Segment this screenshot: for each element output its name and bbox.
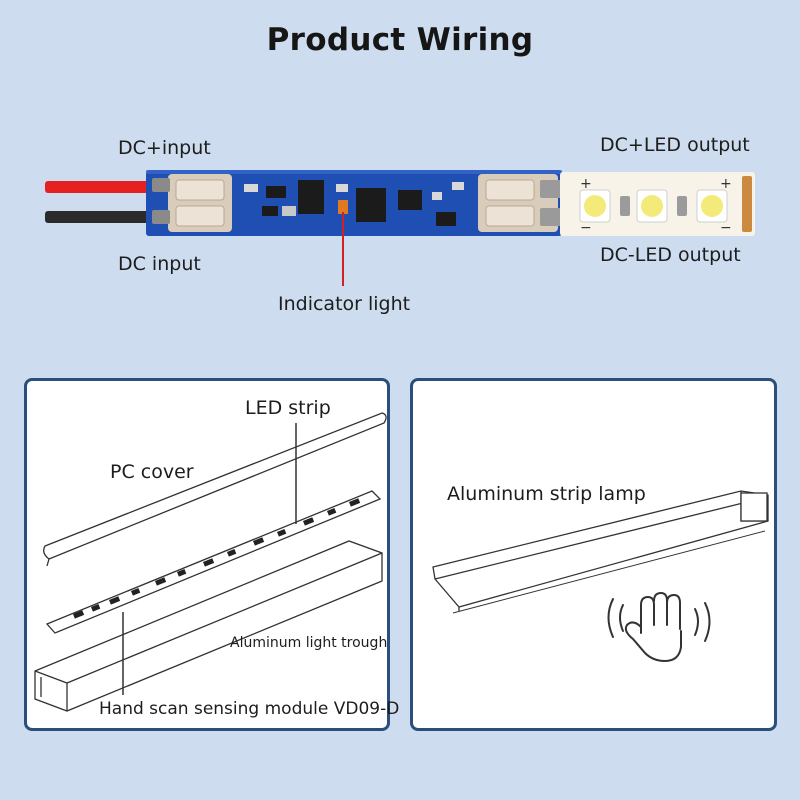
aluminum-trough — [34, 540, 383, 712]
output-connector — [478, 174, 566, 232]
pcb-components — [244, 180, 464, 226]
led-minus-sign: − — [580, 220, 592, 236]
led-strip — [560, 172, 755, 236]
aluminum-trough-label: Aluminum light trough — [230, 635, 388, 651]
led-minus-sign-right: − — [720, 220, 732, 236]
led-strip-pcb — [45, 490, 382, 634]
red-wire — [45, 181, 155, 193]
pc-cover-label: PC cover — [110, 461, 194, 483]
module-label: Hand scan sensing module VD09-D — [99, 699, 400, 719]
led-strip-label: LED strip — [245, 397, 331, 419]
dc-minus-led-output-label: DC-LED output — [600, 244, 741, 266]
page-title: Product Wiring — [266, 22, 534, 58]
assembly-diagram — [34, 412, 387, 712]
wiring-diagram: + − + − — [45, 170, 755, 286]
input-connector — [152, 174, 232, 232]
pc-cover — [43, 412, 387, 567]
assembly-panel: LED strip PC cover Aluminum light trough… — [24, 378, 399, 731]
dc-input-label: DC input — [118, 253, 201, 275]
led-plus-sign: + — [580, 176, 592, 192]
lamp-diagram — [432, 490, 769, 662]
lamp-label: Aluminum strip lamp — [447, 483, 646, 505]
indicator-light-label: Indicator light — [278, 293, 411, 315]
black-wire — [45, 211, 155, 223]
hand-wave-icon — [607, 592, 711, 662]
led-plus-sign-right: + — [720, 176, 732, 192]
dc-plus-input-label: DC+input — [118, 137, 211, 159]
dc-plus-led-output-label: DC+LED output — [600, 134, 750, 156]
aluminum-strip-lamp — [432, 490, 769, 614]
lamp-panel: Aluminum strip lamp — [410, 378, 777, 731]
